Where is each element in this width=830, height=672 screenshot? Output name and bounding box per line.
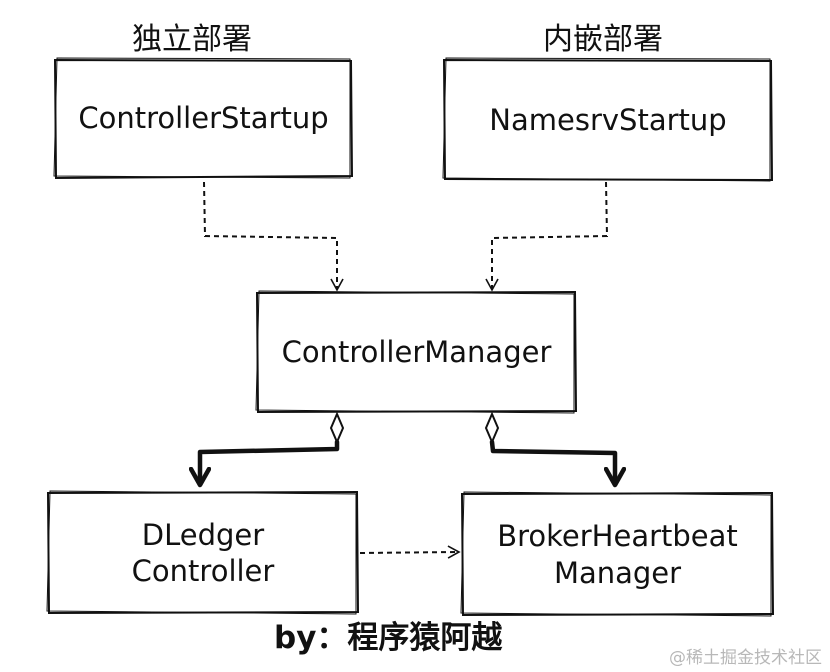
box-outline-namesrv-startup <box>442 57 774 182</box>
node-broker-heartbeat-manager-text: BrokerHeartbeat Manager <box>497 519 738 590</box>
author-credit: by：程序猿阿越 <box>274 620 503 656</box>
box-outline-broker-heartbeat-manager <box>460 491 775 617</box>
node-dledger-controller: DLedger Controller <box>49 493 357 613</box>
watermark: @稀土掘金技术社区 <box>669 648 822 668</box>
node-namesrv-startup: NamesrvStartup <box>445 60 771 180</box>
dashed-arrow-dledger-to-heartbeat <box>359 545 461 559</box>
aggregation-line-right <box>489 439 615 484</box>
node-controller-startup-text: ControllerStartup <box>78 101 329 136</box>
aggregation-diamond-right <box>484 411 500 445</box>
node-dledger-controller-text: DLedger Controller <box>131 517 275 588</box>
node-namesrv-startup-text: NamesrvStartup <box>489 102 727 137</box>
node-controller-startup: ControllerStartup <box>56 60 351 177</box>
standalone-deployment-label: 独立部署 <box>132 22 252 57</box>
dashed-arrow-namesrv-startup-to-manager <box>485 181 609 292</box>
box-outline-controller-startup <box>53 57 354 180</box>
dashed-arrow-controller-startup-to-manager <box>203 181 344 292</box>
node-controller-manager: ControllerManager <box>258 293 575 412</box>
box-outline-controller-manager <box>255 290 578 414</box>
node-broker-heartbeat-manager: BrokerHeartbeat Manager <box>463 494 772 615</box>
node-controller-manager-text: ControllerManager <box>281 335 552 370</box>
embedded-deployment-label: 内嵌部署 <box>543 22 663 57</box>
box-outline-dledger-controller <box>46 490 360 615</box>
aggregation-diamond-left <box>329 411 345 445</box>
aggregation-line-left <box>200 439 340 484</box>
